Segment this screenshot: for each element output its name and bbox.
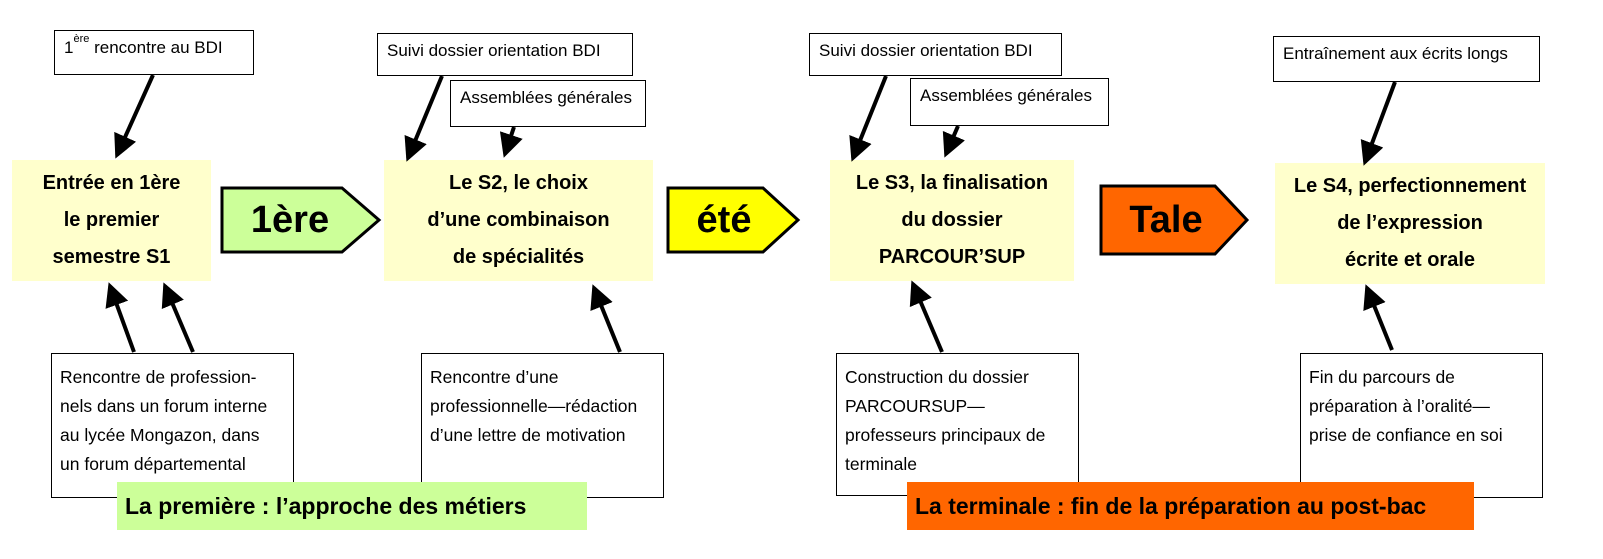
bottom-s2-line-2: professionnelle—rédaction <box>430 396 638 416</box>
bottom-s3-line-2: PARCOURSUP— <box>845 396 985 416</box>
bottom-s4-line-1: Fin du parcours de <box>1309 367 1455 387</box>
meeting-sup: ère <box>73 33 90 46</box>
stage-s4: Le S4, perfectionnement de l’expression … <box>1275 163 1545 284</box>
arrow-s3-assemblees <box>942 125 965 158</box>
meeting-text: rencontre au BDI <box>89 38 223 57</box>
chevron-shape-1ere <box>220 186 382 254</box>
s3-assemblees-text: Assemblées générales <box>920 86 1092 105</box>
bottom-s3-line-1: Construction du dossier <box>845 367 1029 387</box>
meeting-number: 1 <box>64 38 74 57</box>
bottom-s4-line-3: prise de confiance en soi <box>1309 425 1503 445</box>
footer-premiere: La première : l’approche des métiers <box>117 482 587 530</box>
stage-s4-line-2: de l’expression <box>1337 212 1483 234</box>
bottom-box-s3: Construction du dossier PARCOURSUP— prof… <box>836 353 1079 496</box>
s2-assemblees-text: Assemblées générales <box>460 88 632 107</box>
top-box-s2-suivi: Suivi dossier orientation BDI <box>377 33 633 76</box>
chevron-tale-label: Tale <box>1129 198 1203 241</box>
stage-s4-line-1: Le S4, perfectionnement <box>1293 175 1527 197</box>
bottom-box-s4: Fin du parcours de préparation à l’orali… <box>1300 353 1543 498</box>
arrow-s2-bottom <box>590 284 622 353</box>
stage-s3-line-3: PARCOUR’SUP <box>878 246 1026 268</box>
bottom-s3-line-3: professeurs principaux de <box>845 425 1046 445</box>
chevron-shape-ete <box>666 186 801 254</box>
chevron-ete-label: été <box>696 198 752 241</box>
stage-s2-line-1: Le S2, le choix <box>449 172 588 194</box>
top-box-s3-suivi: Suivi dossier orientation BDI <box>809 33 1062 76</box>
arrow-s3-suivi <box>849 75 888 162</box>
bottom-box-s2: Rencontre d’une professionnelle—rédactio… <box>421 353 664 498</box>
stage-s1-line-3: semestre S1 <box>52 246 171 268</box>
top-box-s4-entrainement: Entraînement aux écrits longs <box>1273 36 1540 82</box>
arrow-s1-bottom-2 <box>161 282 195 353</box>
s3-suivi-text: Suivi dossier orientation BDI <box>819 41 1033 60</box>
arrow-s4-top <box>1360 81 1397 166</box>
arrow-s1-bottom-1 <box>105 282 136 353</box>
bottom-s1-line-4: un forum départemental <box>60 454 246 474</box>
top-box-s2-assemblees: Assemblées générales <box>450 80 646 127</box>
bottom-s1-line-1: Rencontre de profession- <box>60 367 257 387</box>
bottom-s3-line-4: terminale <box>845 454 917 474</box>
bottom-s4-line-2: préparation à l’oralité— <box>1309 396 1490 416</box>
stage-s1-line-1: Entrée en 1ère <box>42 172 181 194</box>
stage-s2-line-3: de spécialités <box>452 246 585 268</box>
bottom-s2-line-1: Rencontre d’une <box>430 367 559 387</box>
stage-s3: Le S3, la finalisation du dossier PARCOU… <box>830 160 1074 281</box>
bottom-box-s1: Rencontre de profession- nels dans un fo… <box>51 353 294 498</box>
bottom-s2-line-3: d’une lettre de motivation <box>430 425 626 445</box>
stage-s2: Le S2, le choix d’une combinaison de spé… <box>384 160 653 281</box>
stage-s1-line-2: le premier <box>63 209 160 231</box>
arrow-s3-bottom <box>909 280 944 353</box>
arrow-s4-bottom <box>1363 284 1394 351</box>
top-box-s3-assemblees: Assemblées générales <box>910 78 1109 126</box>
arrow-s2-assemblees <box>499 126 523 158</box>
s4-entrainement-text: Entraînement aux écrits longs <box>1283 44 1508 63</box>
bottom-s1-line-2: nels dans un forum interne <box>60 396 268 416</box>
arrow-s2-suivi <box>404 75 444 162</box>
bottom-s1-line-3: au lycée Mongazon, dans <box>60 425 260 445</box>
stage-s2-line-2: d’une combinaison <box>427 209 610 231</box>
stage-s4-line-3: écrite et orale <box>1344 249 1476 271</box>
footer-terminale: La terminale : fin de la préparation au … <box>907 482 1474 530</box>
s2-suivi-text: Suivi dossier orientation BDI <box>387 41 601 60</box>
chevron-1ere-label: 1ère <box>250 198 330 241</box>
arrow-s1-top <box>114 74 155 159</box>
stage-s3-line-2: du dossier <box>901 209 1003 231</box>
stage-s3-line-1: Le S3, la finalisation <box>855 172 1049 194</box>
chevron-shape-tale <box>1099 184 1250 256</box>
stage-s1: Entrée en 1ère le premier semestre S1 <box>12 160 211 281</box>
top-box-s1-meeting: 1ère rencontre au BDI <box>54 30 254 75</box>
